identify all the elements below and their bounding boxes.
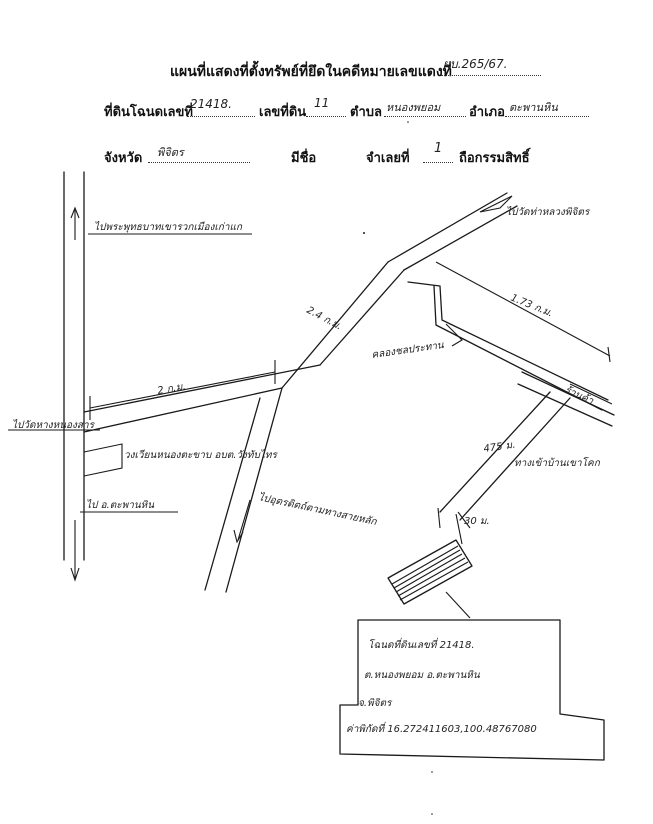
deed-dots <box>187 115 255 117</box>
arrow-top-right-icon <box>479 195 513 213</box>
order-label: จำเลยที่ <box>366 151 410 166</box>
south-road-left <box>204 397 261 591</box>
main-road-left-a <box>281 261 389 389</box>
label-right-road: ทางเข้าบ้านเขาโคก <box>514 457 601 469</box>
label-junction: วงเวียนหนองตะขาบ อบต.วังทับไทร <box>124 449 278 461</box>
district-label: อำเภอ <box>469 105 505 120</box>
box-line-4: ค่าพิกัดที่ 16.272411603,100.48767080 <box>346 721 537 735</box>
subdistrict-label: ตำบล <box>350 105 382 120</box>
district-dots <box>505 115 589 117</box>
canal-line-b <box>433 285 603 411</box>
access-tick-b <box>457 511 471 529</box>
subdistrict: หนองพยอม <box>386 101 441 114</box>
case-number: ผบ.265/67. <box>443 57 508 71</box>
label-lower-left: ไป อ.ตะพานหิน <box>86 499 155 511</box>
land-no-dots <box>306 115 346 117</box>
order-no: 1 <box>434 141 443 156</box>
order-dots <box>423 161 453 163</box>
main-road-right-b <box>403 205 518 271</box>
label-distance-d: 475 ม. <box>483 440 516 455</box>
main-road-right-a <box>319 269 405 366</box>
form-title: แผนที่แสดงที่ตั้งทรัพย์ที่ยึดในคดีหมายเล… <box>170 64 452 80</box>
label-top-right: ไปวัดท่าหลวงพิจิตร <box>506 206 591 218</box>
province-label: จังหวัด <box>104 151 143 166</box>
label-top-left-road: ไปพระพุทธบาทเขารวกเมืองเก่าแก <box>94 221 243 233</box>
parcel-hatching <box>391 545 469 601</box>
label-distance-b: 2 ก.ม. <box>157 381 187 397</box>
cross-road-upper <box>83 364 321 413</box>
box-line-1: โฉนดที่ดินเลขที่ 21418. <box>368 637 475 651</box>
distance-tick-end <box>607 346 611 363</box>
land-no: 11 <box>314 96 330 110</box>
bridge-line-c <box>569 383 613 405</box>
bridge-line-a <box>521 371 615 416</box>
land-no-label: เลขที่ดิน <box>259 105 307 120</box>
bridge-line-b <box>517 383 613 427</box>
distance-line-2km <box>89 371 276 409</box>
access-road-a <box>439 391 551 513</box>
arrow-south-icon <box>233 529 244 544</box>
arrow-down-icon <box>70 567 80 582</box>
canal-line-a <box>407 281 609 401</box>
province: พิจิตร <box>157 146 184 159</box>
cross-road-lower <box>83 387 283 433</box>
left-small-box <box>83 443 123 477</box>
access-tick-a <box>437 507 441 529</box>
distance-line-173km <box>435 261 611 357</box>
label-short-distance: 30 ม. <box>464 516 490 527</box>
speck-d <box>431 813 433 815</box>
speck-b <box>407 121 409 123</box>
label-distance-a: 1.73 ก.ม. <box>509 293 554 320</box>
deed-label: ที่ดินโฉนดเลขที่ <box>104 105 193 120</box>
box-line-3: จ.พิจิตร <box>358 697 393 709</box>
south-road-right <box>225 387 283 593</box>
owner-label: ถือกรรมสิทธิ์ <box>459 151 530 166</box>
district: ตะพานหิน <box>509 101 558 114</box>
label-distance-c: 2.4 ก.ม. <box>305 305 344 333</box>
parcel-pointer <box>445 591 471 619</box>
speck-c <box>431 771 433 773</box>
label-left-road: ไปวัดหางหนองสาร <box>12 419 96 431</box>
label-bridge: ร้านค้า <box>563 384 596 407</box>
title-dots <box>441 74 541 76</box>
arrow-south-shaft <box>237 499 251 541</box>
canal-pointer <box>445 323 463 347</box>
label-center-road: ไปอุตรดิตถ์ตามทางสายหลัก <box>257 491 378 528</box>
access-road-b <box>459 397 571 521</box>
box-line-2: ต.หนองพยอม อ.ตะพานหิน <box>364 669 481 681</box>
access-short-line <box>455 513 463 545</box>
deed-number: 21418. <box>190 97 232 111</box>
label-canal: คลองชลประทาน <box>371 340 446 361</box>
info-box <box>339 619 605 761</box>
main-road-left-b <box>387 192 508 263</box>
subdistrict-dots <box>384 115 466 117</box>
province-dots <box>148 161 250 163</box>
speck-a <box>363 232 365 234</box>
arrow-up-icon <box>70 206 80 219</box>
name-label: มีชื่อ <box>291 151 317 166</box>
